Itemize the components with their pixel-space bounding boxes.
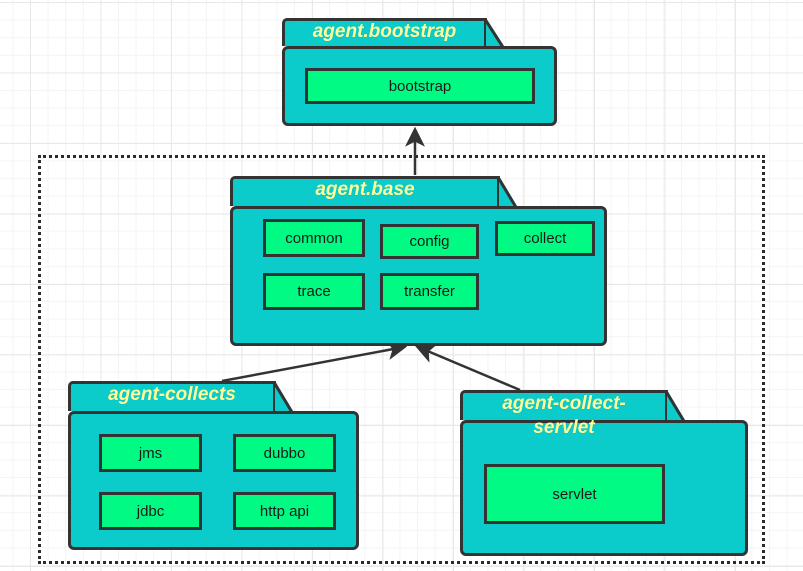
module-http-api[interactable]: http api xyxy=(233,492,336,530)
module-label-transfer: transfer xyxy=(404,283,455,300)
module-common[interactable]: common xyxy=(263,219,365,257)
module-label-jms: jms xyxy=(138,444,163,462)
module-label-config: config xyxy=(409,233,450,250)
module-dubbo[interactable]: dubbo xyxy=(233,434,336,472)
module-label-trace: trace xyxy=(297,283,331,300)
module-label-jdbc: jdbc xyxy=(136,502,165,520)
module-collect[interactable]: collect xyxy=(495,221,595,256)
module-label-bootstrap: bootstrap xyxy=(388,77,452,95)
module-bootstrap[interactable]: bootstrap xyxy=(305,68,535,104)
module-label-servlet: servlet xyxy=(552,485,597,503)
package-tab-agent-bootstrap xyxy=(282,18,487,46)
module-config[interactable]: config xyxy=(380,224,479,259)
module-jdbc[interactable]: jdbc xyxy=(99,492,202,530)
module-label-dubbo: dubbo xyxy=(263,444,306,462)
module-trace[interactable]: trace xyxy=(263,273,365,310)
module-label-http-api: http api xyxy=(259,502,310,520)
package-tab-agent-base xyxy=(230,176,500,206)
module-label-common: common xyxy=(285,229,343,247)
module-jms[interactable]: jms xyxy=(99,434,202,472)
group-frame xyxy=(38,155,765,564)
module-servlet[interactable]: servlet xyxy=(484,464,665,524)
module-label-collect: collect xyxy=(523,230,567,247)
module-transfer[interactable]: transfer xyxy=(380,273,479,310)
package-tab-agent-collects xyxy=(68,381,276,411)
package-tab-agent-collect-servlet xyxy=(460,390,668,420)
